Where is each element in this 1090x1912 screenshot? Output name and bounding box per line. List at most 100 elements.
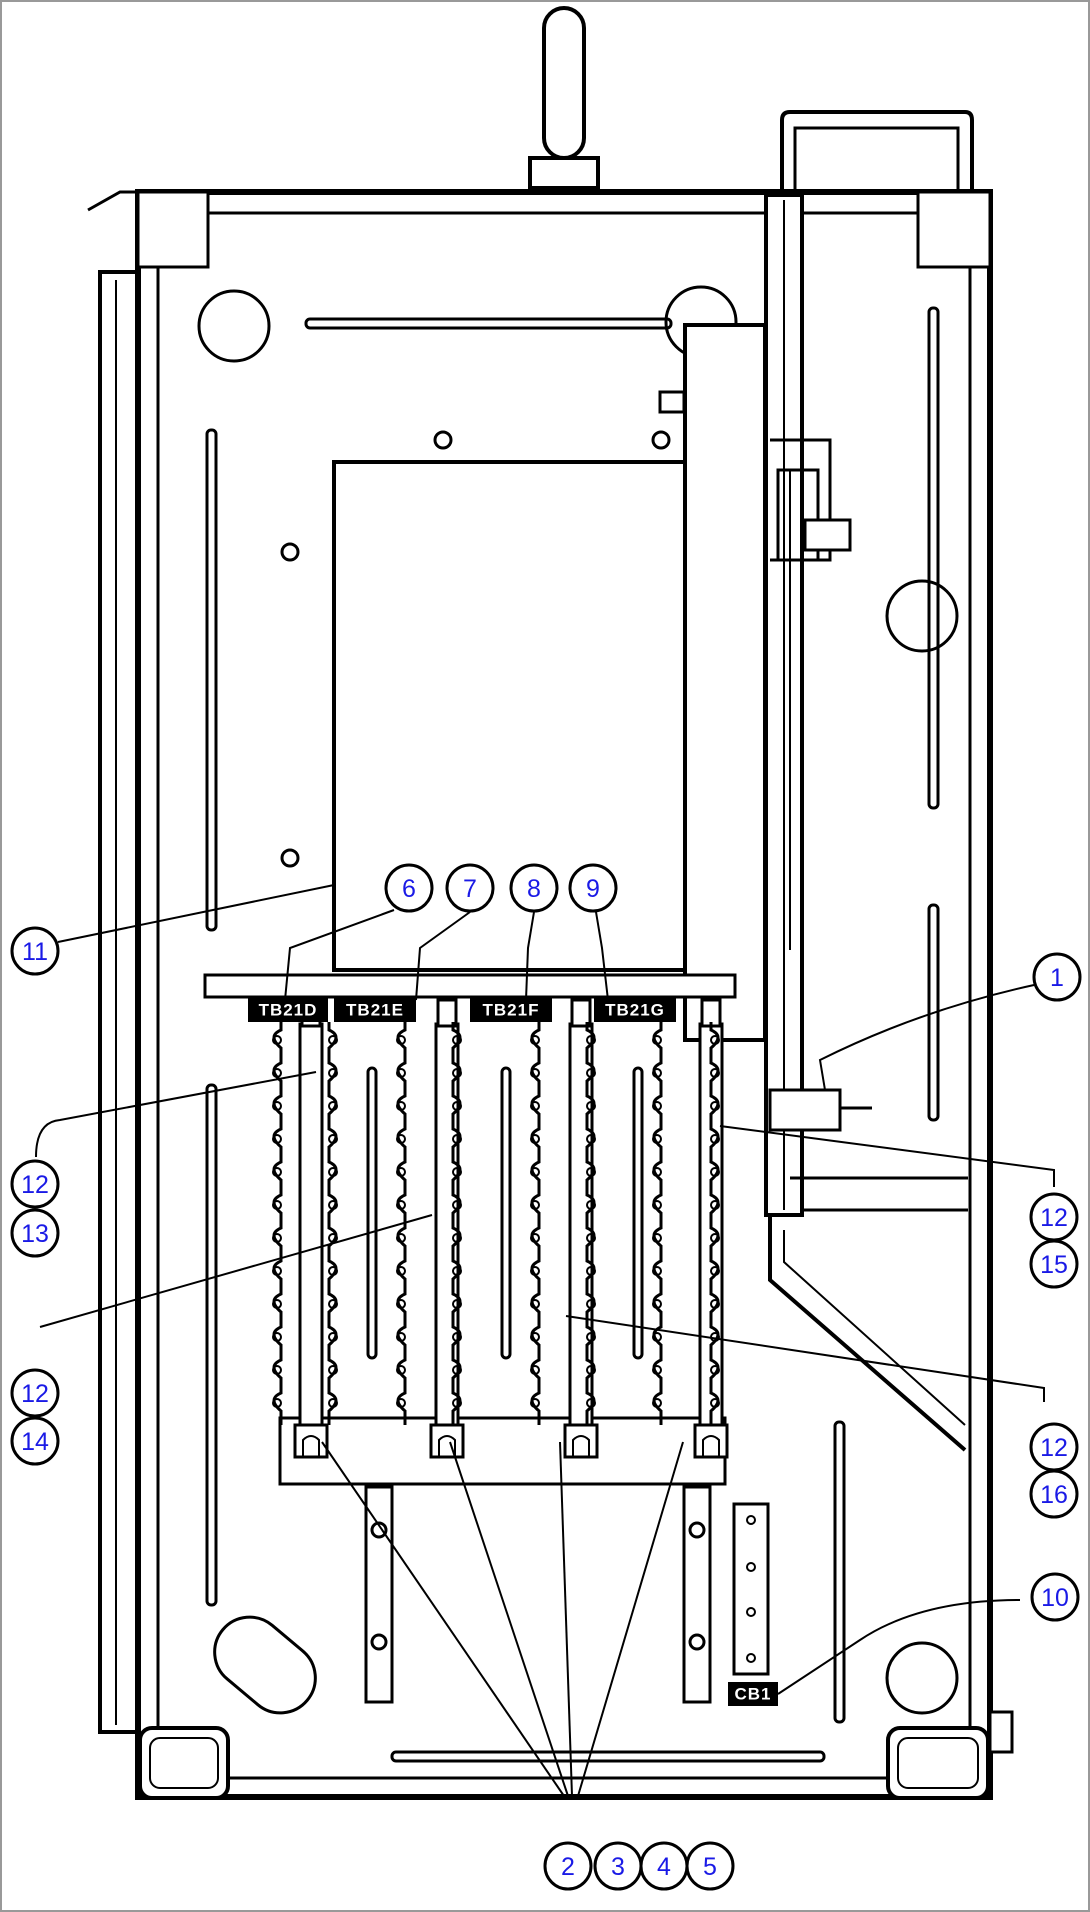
terminal-column-4 <box>451 1022 462 1425</box>
leader-line-15 <box>577 1441 684 1797</box>
callout-circle <box>10 1159 60 1209</box>
leader-line-5 <box>595 911 609 1001</box>
callout-number: 10 <box>1041 1584 1069 1612</box>
leader-line-10 <box>719 1125 1055 1187</box>
leader-lines <box>35 884 1055 1797</box>
callout-number: 1 <box>1050 964 1064 992</box>
callout-c8: 8 <box>509 863 559 913</box>
callout-circle <box>1029 1239 1079 1289</box>
terminal-column-5 <box>530 1022 541 1425</box>
terminal-column-1 <box>272 1022 283 1425</box>
callout-number: 14 <box>21 1428 49 1456</box>
callout-number: 3 <box>611 1853 625 1881</box>
terminal-label-bg <box>334 998 416 1022</box>
callout-c10: 10 <box>1030 1572 1080 1622</box>
leader-line-7 <box>57 884 335 943</box>
leader-line-14 <box>559 1441 573 1797</box>
terminal-label-tb21g: TB21G <box>594 998 676 1022</box>
terminal-label-bg <box>248 998 328 1022</box>
callout-c15: 15 <box>1029 1239 1079 1289</box>
callout-c12a: 12 <box>10 1159 60 1209</box>
callout-number: 12 <box>1040 1434 1068 1462</box>
terminal-block-assembly <box>203 973 737 1704</box>
terminal-label-text: TB21D <box>259 1001 318 1020</box>
circuit-breaker-label: CB1 <box>728 1682 778 1706</box>
callout-c2: 2 <box>543 1841 593 1891</box>
leader-line-12 <box>321 1441 565 1797</box>
callout-number: 8 <box>527 875 541 903</box>
terminal-label-text: TB21F <box>483 1001 540 1020</box>
terminal-label-tb21e: TB21E <box>334 998 416 1022</box>
terminal-column-6 <box>585 1022 596 1425</box>
leader-line-2 <box>284 909 395 1001</box>
callout-circle <box>1029 1469 1079 1519</box>
circuit-breaker-label-text: CB1 <box>734 1685 771 1704</box>
leader-line-3 <box>415 911 471 1001</box>
leader-line-11 <box>565 1315 1045 1402</box>
callout-circle <box>10 1208 60 1258</box>
callout-circle <box>10 1416 60 1466</box>
terminal-label-tb21d: TB21D <box>248 998 328 1022</box>
callout-c13: 13 <box>10 1208 60 1258</box>
callout-number: 2 <box>561 1853 575 1881</box>
callout-number: 13 <box>21 1220 49 1248</box>
circuit-breaker-strip <box>732 1502 770 1676</box>
callout-number: 4 <box>657 1853 671 1881</box>
terminal-label-bg <box>594 998 676 1022</box>
callout-number: 12 <box>21 1171 49 1199</box>
terminal-label-text: TB21E <box>346 1001 404 1020</box>
callout-c3: 3 <box>593 1841 643 1891</box>
callout-circle <box>1032 952 1082 1002</box>
callout-c1: 1 <box>1032 952 1082 1002</box>
terminal-slot-2 <box>500 1066 512 1360</box>
callout-c4: 4 <box>639 1841 689 1891</box>
callout-number: 15 <box>1040 1251 1068 1279</box>
leader-line-1 <box>818 984 1035 1091</box>
callout-circle <box>10 1368 60 1418</box>
terminal-column-7 <box>652 1022 663 1425</box>
callout-c12d: 12 <box>1029 1422 1079 1472</box>
callout-circle <box>1030 1572 1080 1622</box>
callout-c14: 14 <box>10 1416 60 1466</box>
callout-number: 9 <box>586 875 600 903</box>
hinge-bracket <box>780 110 974 200</box>
callout-c5: 5 <box>685 1841 735 1891</box>
callout-c6: 6 <box>384 863 434 913</box>
callout-number: 11 <box>22 938 48 966</box>
callout-circle <box>445 863 495 913</box>
callout-c16: 16 <box>1029 1469 1079 1519</box>
terminal-column-8 <box>709 1022 720 1425</box>
leader-line-4 <box>525 911 535 1001</box>
top-handle <box>528 6 600 190</box>
callout-number: 5 <box>703 1853 717 1881</box>
callout-c9: 9 <box>568 863 618 913</box>
callout-number: 12 <box>1040 1204 1068 1232</box>
leader-line-9 <box>39 1214 433 1328</box>
callout-c12c: 12 <box>1029 1192 1079 1242</box>
din-rail-1 <box>293 998 329 1459</box>
terminal-label-tb21f: TB21F <box>470 998 552 1022</box>
callout-circle <box>543 1841 593 1891</box>
callout-c11: 11 <box>10 926 60 976</box>
terminal-label-text: TB21G <box>605 1001 665 1020</box>
callout-circle <box>509 863 559 913</box>
leader-line-8 <box>35 1071 317 1158</box>
door-edge <box>87 190 142 1734</box>
leader-line-13 <box>449 1441 569 1797</box>
terminal-slot-1 <box>366 1066 378 1360</box>
callout-circle <box>10 926 60 976</box>
terminal-column-3 <box>396 1022 407 1425</box>
callout-circle <box>568 863 618 913</box>
callout-circle <box>384 863 434 913</box>
callout-number: 16 <box>1040 1481 1068 1509</box>
callout-c12b: 12 <box>10 1368 60 1418</box>
callout-number: 12 <box>21 1380 49 1408</box>
callout-c7: 7 <box>445 863 495 913</box>
terminal-label-bg <box>470 998 552 1022</box>
side-component <box>658 193 968 1452</box>
terminal-column-2 <box>327 1022 338 1425</box>
